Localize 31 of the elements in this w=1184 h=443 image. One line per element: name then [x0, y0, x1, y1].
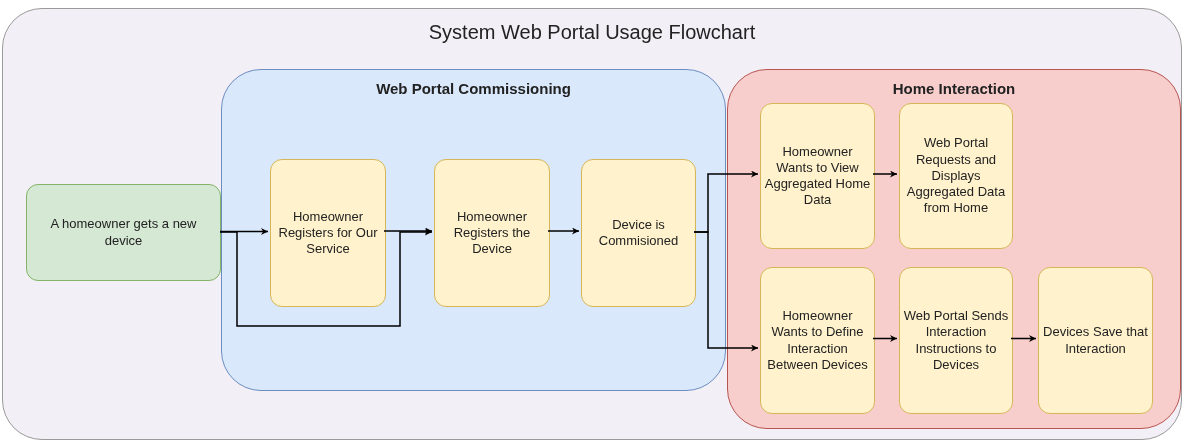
arrow	[693, 231, 759, 352]
box-label: A homeowner gets a new device	[49, 216, 198, 249]
process-box	[899, 103, 1013, 249]
start-box	[26, 184, 221, 281]
arrow	[547, 227, 580, 235]
box-label: Homeowner Wants to Define Interaction Between Devices	[766, 308, 869, 373]
diagram-frame	[2, 8, 1182, 440]
group-title: Web Portal Commissioning	[375, 80, 572, 97]
group-title: System Web Portal Usage Flowchart	[427, 21, 757, 44]
box-label: Homeowner Registers the Device	[452, 208, 532, 258]
process-box	[760, 103, 875, 249]
box-label: Device is Commisioned	[597, 216, 680, 250]
box-label: Homeowner Registers for Our Service	[277, 208, 379, 258]
arrow	[872, 335, 898, 342]
process-box	[270, 159, 386, 307]
arrow	[383, 227, 433, 235]
box-label: Homeowner Wants to View Aggregated Home Data	[764, 143, 871, 209]
group-title: Home Interaction	[891, 80, 1017, 97]
box-label: Web Portal Requests and Displays Aggregated Data from Home	[905, 135, 1007, 217]
arrow	[1010, 335, 1037, 342]
process-box	[760, 267, 875, 414]
arrow	[219, 228, 433, 327]
box-label: Web Portal Sends Interaction Instructions to Devices	[903, 308, 1009, 373]
box-label: Devices Save that Interaction	[1042, 324, 1149, 357]
group-panel	[727, 69, 1181, 429]
process-box	[581, 159, 696, 307]
arrow	[872, 170, 898, 178]
process-box	[434, 159, 550, 307]
process-box	[899, 267, 1013, 414]
group-panel	[221, 69, 726, 391]
process-box	[1038, 267, 1153, 414]
